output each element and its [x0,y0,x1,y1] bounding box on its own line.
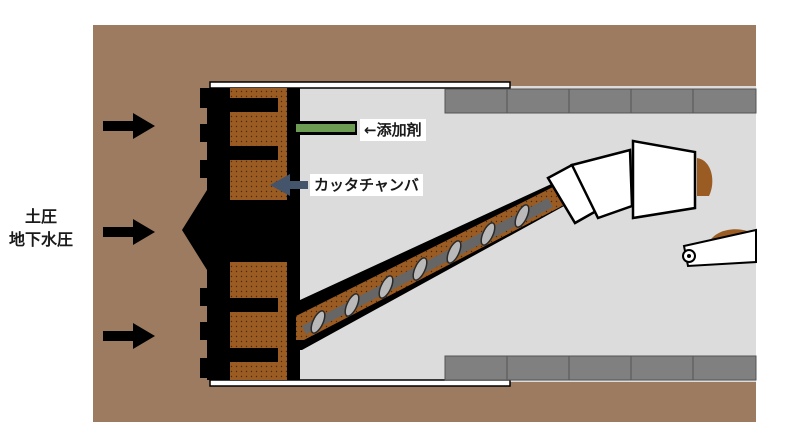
bulkhead-center [230,200,287,262]
discharge-gate [546,139,697,225]
skin-plate-top [209,81,511,89]
right-arrow-icon [103,113,155,349]
muck-discharge [697,158,713,196]
segments-top [444,88,757,114]
segments-bottom [444,355,757,381]
belt-conveyor [682,228,757,268]
cutter-head [182,88,278,380]
screw-conveyor [288,180,575,350]
skin-plate-bottom [209,379,511,387]
pressure-label: 土圧 地下水圧 [0,205,82,251]
cutter-chamber-label: カッタチャンバ [310,174,423,196]
pressure-label-line2: 地下水圧 [8,230,73,250]
additive-label: ←添加剤 [360,119,426,141]
left-arrow-icon [270,174,308,196]
pressure-label-line1: 土圧 [24,207,57,226]
additive-pipe [294,121,357,135]
